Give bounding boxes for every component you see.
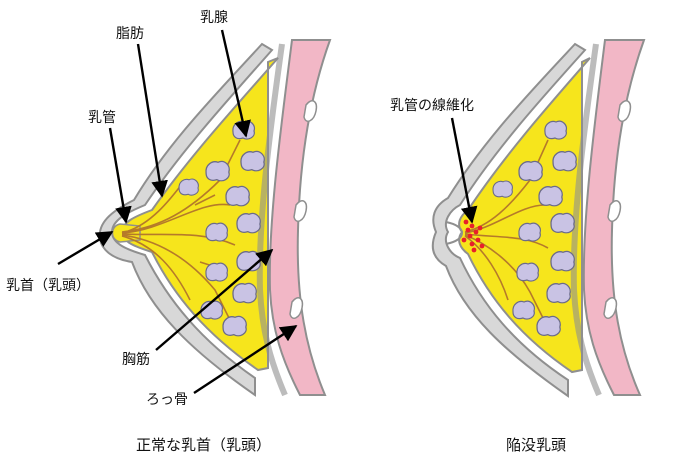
inverted-pectoral-muscle [582,39,646,396]
annotation-arrows [57,29,478,395]
caption-normal: 正常な乳首（乳頭） [136,436,271,454]
normal-pectoral-muscle [268,39,332,396]
inverted-skin [431,42,587,398]
inverted-ribs [603,100,632,319]
inverted-breast-figure [431,39,646,398]
duct-fibrosis-spots [461,219,485,253]
arrow-duct-fibrosis [450,117,478,224]
arrow-nipple [57,230,114,266]
label-mammary-gland: 乳腺 [200,10,228,26]
normal-ducts [121,139,241,321]
arrow-rib [193,324,298,395]
inverted-nipple [445,221,464,245]
label-nipple: 乳首（乳頭） [6,278,90,294]
label-rib: ろっ骨 [146,392,188,408]
label-duct-fibrosis: 乳管の線維化 [390,98,474,114]
arrow-mammary-gland [220,29,251,138]
arrow-milk-duct [108,127,132,224]
label-fat: 脂肪 [116,26,144,42]
normal-breast-figure [98,39,332,397]
arrow-fat [136,43,168,198]
caption-inverted: 陥没乳頭 [506,436,566,454]
label-pectoral-muscle: 胸筋 [122,351,150,368]
label-milk-duct: 乳管 [88,110,116,126]
normal-ribs [289,100,318,319]
arrow-pectoral-muscle [155,248,274,351]
